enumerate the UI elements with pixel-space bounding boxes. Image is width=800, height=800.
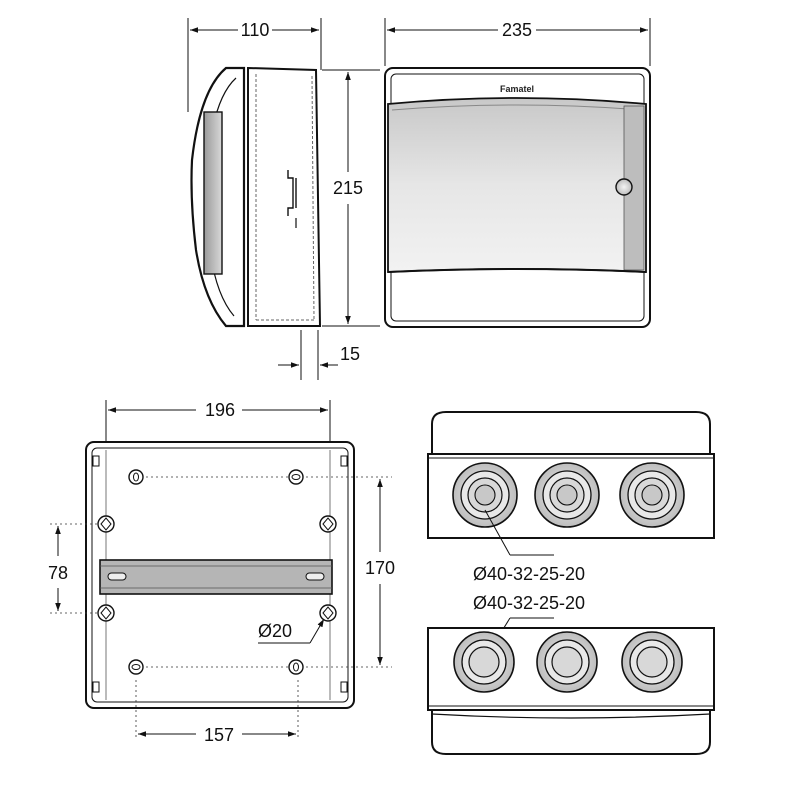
keyhole-lower-right — [319, 604, 337, 622]
bottom-knockout-view: Ø40-32-25-20 — [427, 593, 715, 755]
dimension-side-depth: 110 — [241, 20, 270, 40]
dimension-back-width: 196 — [205, 400, 235, 420]
knockout-bottom-3 — [621, 631, 683, 693]
knockout-bottom-label: Ø40-32-25-20 — [473, 593, 585, 613]
dimension-bottom-hole-spacing: 157 — [204, 725, 234, 745]
side-view: 110 215 15 — [187, 18, 380, 380]
dimension-rail-spacing: 170 — [365, 558, 395, 578]
door-latch — [615, 178, 633, 196]
back-view: 196 — [48, 400, 395, 745]
mounting-hole-bottom-right — [288, 659, 304, 675]
brand-logo-text: Famatel — [500, 84, 534, 94]
mounting-hole-top-left — [128, 469, 144, 485]
dimension-knockout-diameter: Ø20 — [258, 621, 292, 641]
dimension-hole-spacing-vertical: 78 — [48, 563, 68, 583]
din-rail-profile — [287, 170, 297, 216]
keyhole-upper-right — [319, 515, 337, 533]
front-view: 235 Famatel — [384, 18, 651, 328]
keyhole-lower-left — [97, 604, 115, 622]
knockout-bottom-1 — [453, 631, 515, 693]
knockout-top-2 — [534, 462, 600, 528]
top-knockout-view: Ø40-32-25-20 — [427, 411, 715, 584]
door-window-side — [203, 111, 223, 275]
dimension-height: 215 — [333, 178, 363, 198]
knockout-top-3 — [619, 462, 685, 528]
knockout-bottom-2 — [536, 631, 598, 693]
keyhole-upper-left — [97, 515, 115, 533]
dimension-front-width: 235 — [502, 20, 532, 40]
din-rail — [99, 559, 333, 595]
dimension-wall-depth: 15 — [340, 344, 360, 364]
knockout-top-1 — [452, 462, 518, 528]
box-body-side — [247, 66, 322, 327]
mounting-hole-top-right — [288, 469, 304, 485]
mounting-hole-bottom-left — [128, 659, 144, 675]
door-window — [387, 97, 647, 273]
knockout-top-label: Ø40-32-25-20 — [473, 564, 585, 584]
